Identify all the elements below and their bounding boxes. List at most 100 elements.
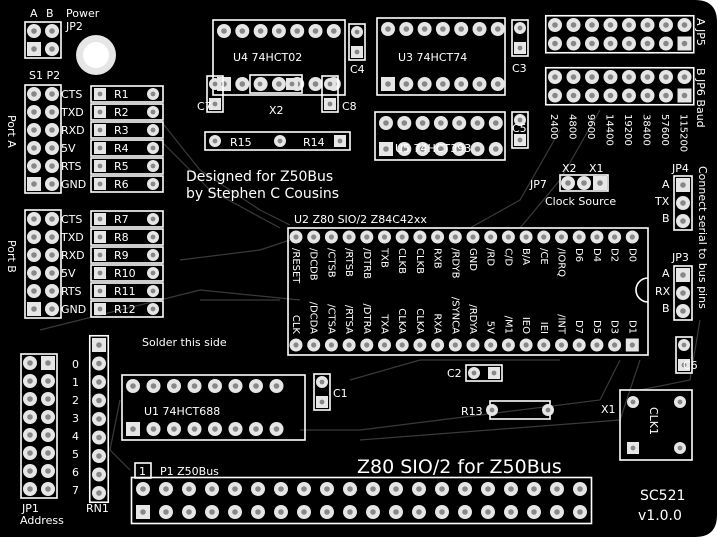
drill-hole [49, 306, 55, 312]
p1-pin1-label: 1 [139, 465, 146, 478]
drill-hole [96, 490, 102, 496]
drill-hole [276, 81, 282, 87]
drill-hole [45, 468, 51, 474]
drill-hole [150, 234, 156, 240]
drill-hole [346, 234, 352, 240]
drill-hole [27, 360, 33, 366]
u2-pin-label-bottom: /RTSA [343, 305, 354, 334]
drill-hole [150, 252, 156, 258]
u2-pin-label-bottom: /SYNCA [449, 297, 460, 334]
drill-hole [97, 234, 103, 240]
drill-hole [508, 509, 514, 515]
drill-hole [232, 509, 238, 515]
drill-hole [438, 146, 444, 152]
drill-hole [273, 426, 280, 432]
drill-hole [554, 486, 560, 492]
solder-note: Solder this side [142, 336, 227, 349]
drill-hole [607, 74, 614, 80]
drill-hole [27, 414, 33, 420]
drill-hole [293, 342, 299, 348]
drill-hole [347, 509, 353, 515]
clock-source-label: Clock Source [545, 195, 616, 208]
drill-hole [508, 486, 514, 492]
resistor-label: R11 [114, 285, 136, 298]
drill-hole [552, 40, 558, 47]
drill-hole [150, 306, 156, 312]
drill-hole [370, 486, 376, 492]
board-name: SC521 [640, 488, 685, 504]
jp7-x2-label: X2 [562, 162, 577, 175]
drill-hole [163, 509, 169, 515]
resistor-r8 [90, 228, 164, 246]
drill-hole [163, 486, 169, 492]
drill-hole [462, 486, 468, 492]
port-a-signal-label: RTS [61, 160, 82, 173]
drill-hole [594, 342, 600, 348]
c3-label: C3 [512, 62, 527, 75]
drill-hole [385, 81, 391, 87]
drill-hole [470, 234, 476, 240]
resistor-label: R10 [114, 267, 136, 280]
resistor-r10 [90, 264, 164, 282]
drill-hole [381, 234, 388, 240]
drill-hole [49, 216, 55, 222]
jp4-pin-b: B [662, 212, 670, 225]
u2-pin-label-top: D2 [609, 248, 620, 262]
u2-pin-label-bottom: /DTRA [361, 303, 372, 334]
drill-hole [558, 342, 565, 348]
drill-hole [171, 383, 177, 389]
board-title: Z80 SIO/2 for Z50Bus [357, 456, 562, 478]
port-b-signal-label: 5V [61, 267, 76, 280]
drill-hole [311, 342, 317, 348]
mounting-hole-drill [83, 42, 109, 68]
drill-hole [531, 486, 537, 492]
jp4-pin-a: A [662, 178, 670, 191]
drill-hole [49, 288, 55, 294]
drill-hole [541, 342, 547, 348]
drill-hole [49, 252, 55, 258]
resistor-label: R9 [114, 249, 129, 262]
drill-hole [96, 360, 102, 367]
drill-hole [239, 28, 246, 34]
baud-rate-label: 115200 [678, 114, 689, 152]
drill-hole [438, 120, 444, 126]
drill-hole [49, 127, 55, 133]
drill-hole [495, 26, 501, 32]
drill-hole [294, 28, 301, 34]
drill-hole [523, 342, 529, 348]
rn1-network [88, 334, 110, 504]
u2-pin-label-bottom: D7 [573, 320, 584, 334]
port-b-title: Port B [5, 240, 18, 273]
drill-hole [212, 138, 218, 144]
u2-pin-label-bottom: D1 [626, 320, 637, 334]
drill-hole [45, 378, 51, 384]
baud-rate-label: 19200 [622, 114, 633, 146]
drill-hole [399, 342, 405, 348]
drill-hole [327, 101, 333, 107]
drill-hole [31, 163, 37, 169]
drill-hole [607, 22, 614, 28]
drill-hole [541, 234, 547, 240]
drill-hole [452, 234, 458, 240]
s1-p2-ref: S1 P2 [29, 69, 60, 82]
drill-hole [191, 383, 198, 389]
jp2-ref: JP2 [65, 20, 83, 33]
drill-hole [419, 146, 426, 152]
drill-hole [232, 486, 238, 492]
resistor-r3 [90, 121, 164, 139]
baud-rate-label: 9600 [585, 114, 596, 139]
jp3-pin-b: B [662, 302, 670, 315]
drill-hole [364, 342, 370, 348]
drill-hole [150, 216, 156, 222]
drill-hole [462, 509, 468, 515]
drill-hole [253, 383, 259, 389]
resistor-label: R8 [114, 231, 129, 244]
drill-hole [221, 81, 227, 87]
drill-hole [97, 252, 103, 258]
port-b-signal-label: GND [61, 303, 86, 316]
drill-hole [239, 81, 246, 87]
clk1-oscillator [619, 389, 693, 461]
port-a-signal-label: 5V [61, 142, 76, 155]
drill-hole [311, 234, 317, 240]
u2-pin-label-bottom: TXA [379, 313, 390, 334]
